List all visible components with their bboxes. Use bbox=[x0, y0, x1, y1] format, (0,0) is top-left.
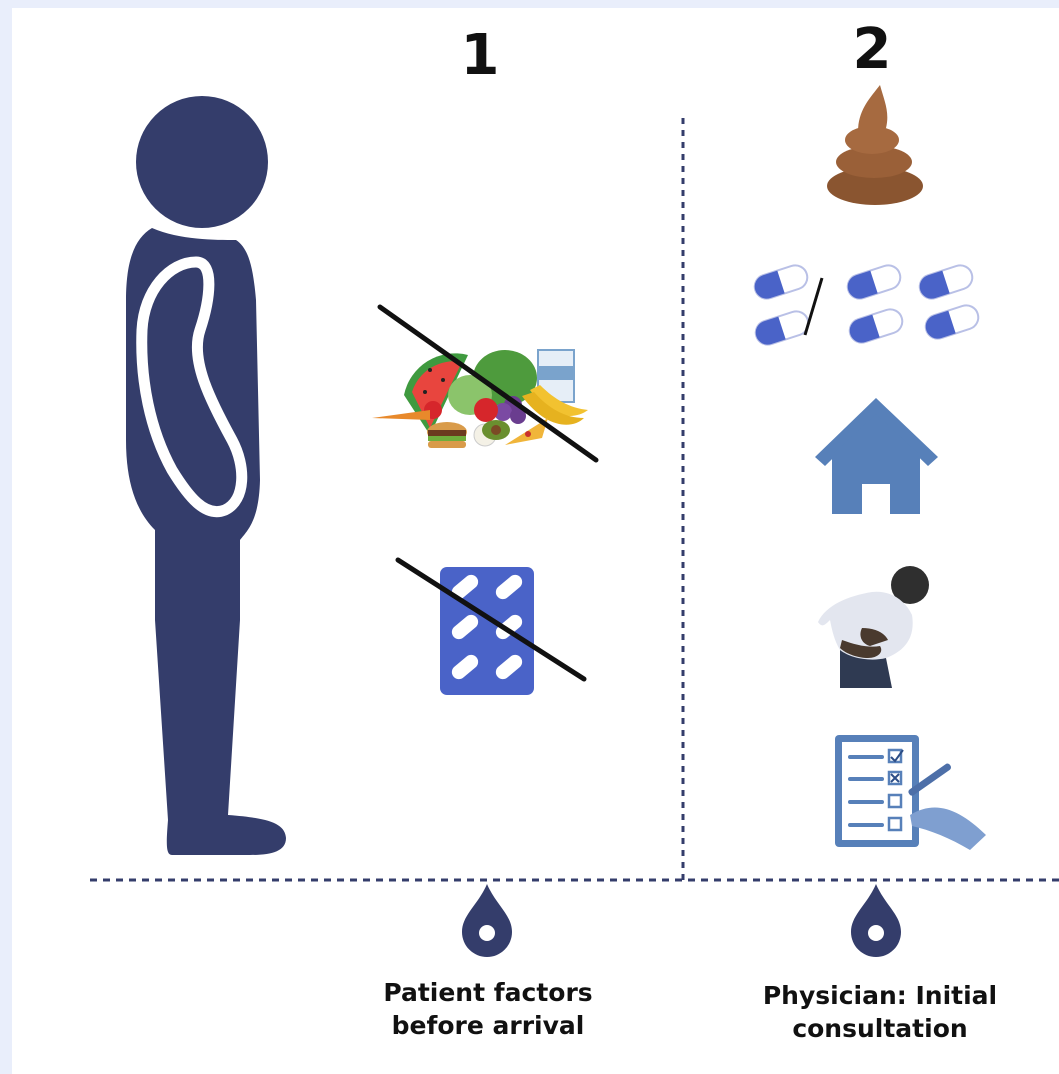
step-1-number: 1 bbox=[461, 23, 500, 88]
step-1-caption-line-2: before arrival bbox=[392, 1011, 585, 1040]
step-2-caption-line-1: Physician: Initial bbox=[763, 981, 997, 1010]
location-pin-icon bbox=[851, 884, 901, 957]
no-medication-icon bbox=[395, 557, 587, 695]
location-pin-icon bbox=[462, 884, 512, 957]
no-food-icon bbox=[372, 304, 599, 463]
step-2-caption-line-2: consultation bbox=[792, 1014, 967, 1043]
home-icon bbox=[815, 398, 938, 514]
step-2-number: 2 bbox=[853, 17, 892, 82]
abdominal-pain-icon bbox=[818, 566, 929, 688]
checklist-form-icon bbox=[835, 735, 986, 850]
medication-history-icon bbox=[753, 264, 980, 346]
standing-person-icon bbox=[126, 96, 286, 855]
step-1-caption-line-1: Patient factors bbox=[383, 978, 592, 1007]
stool-sample-icon bbox=[827, 85, 923, 205]
